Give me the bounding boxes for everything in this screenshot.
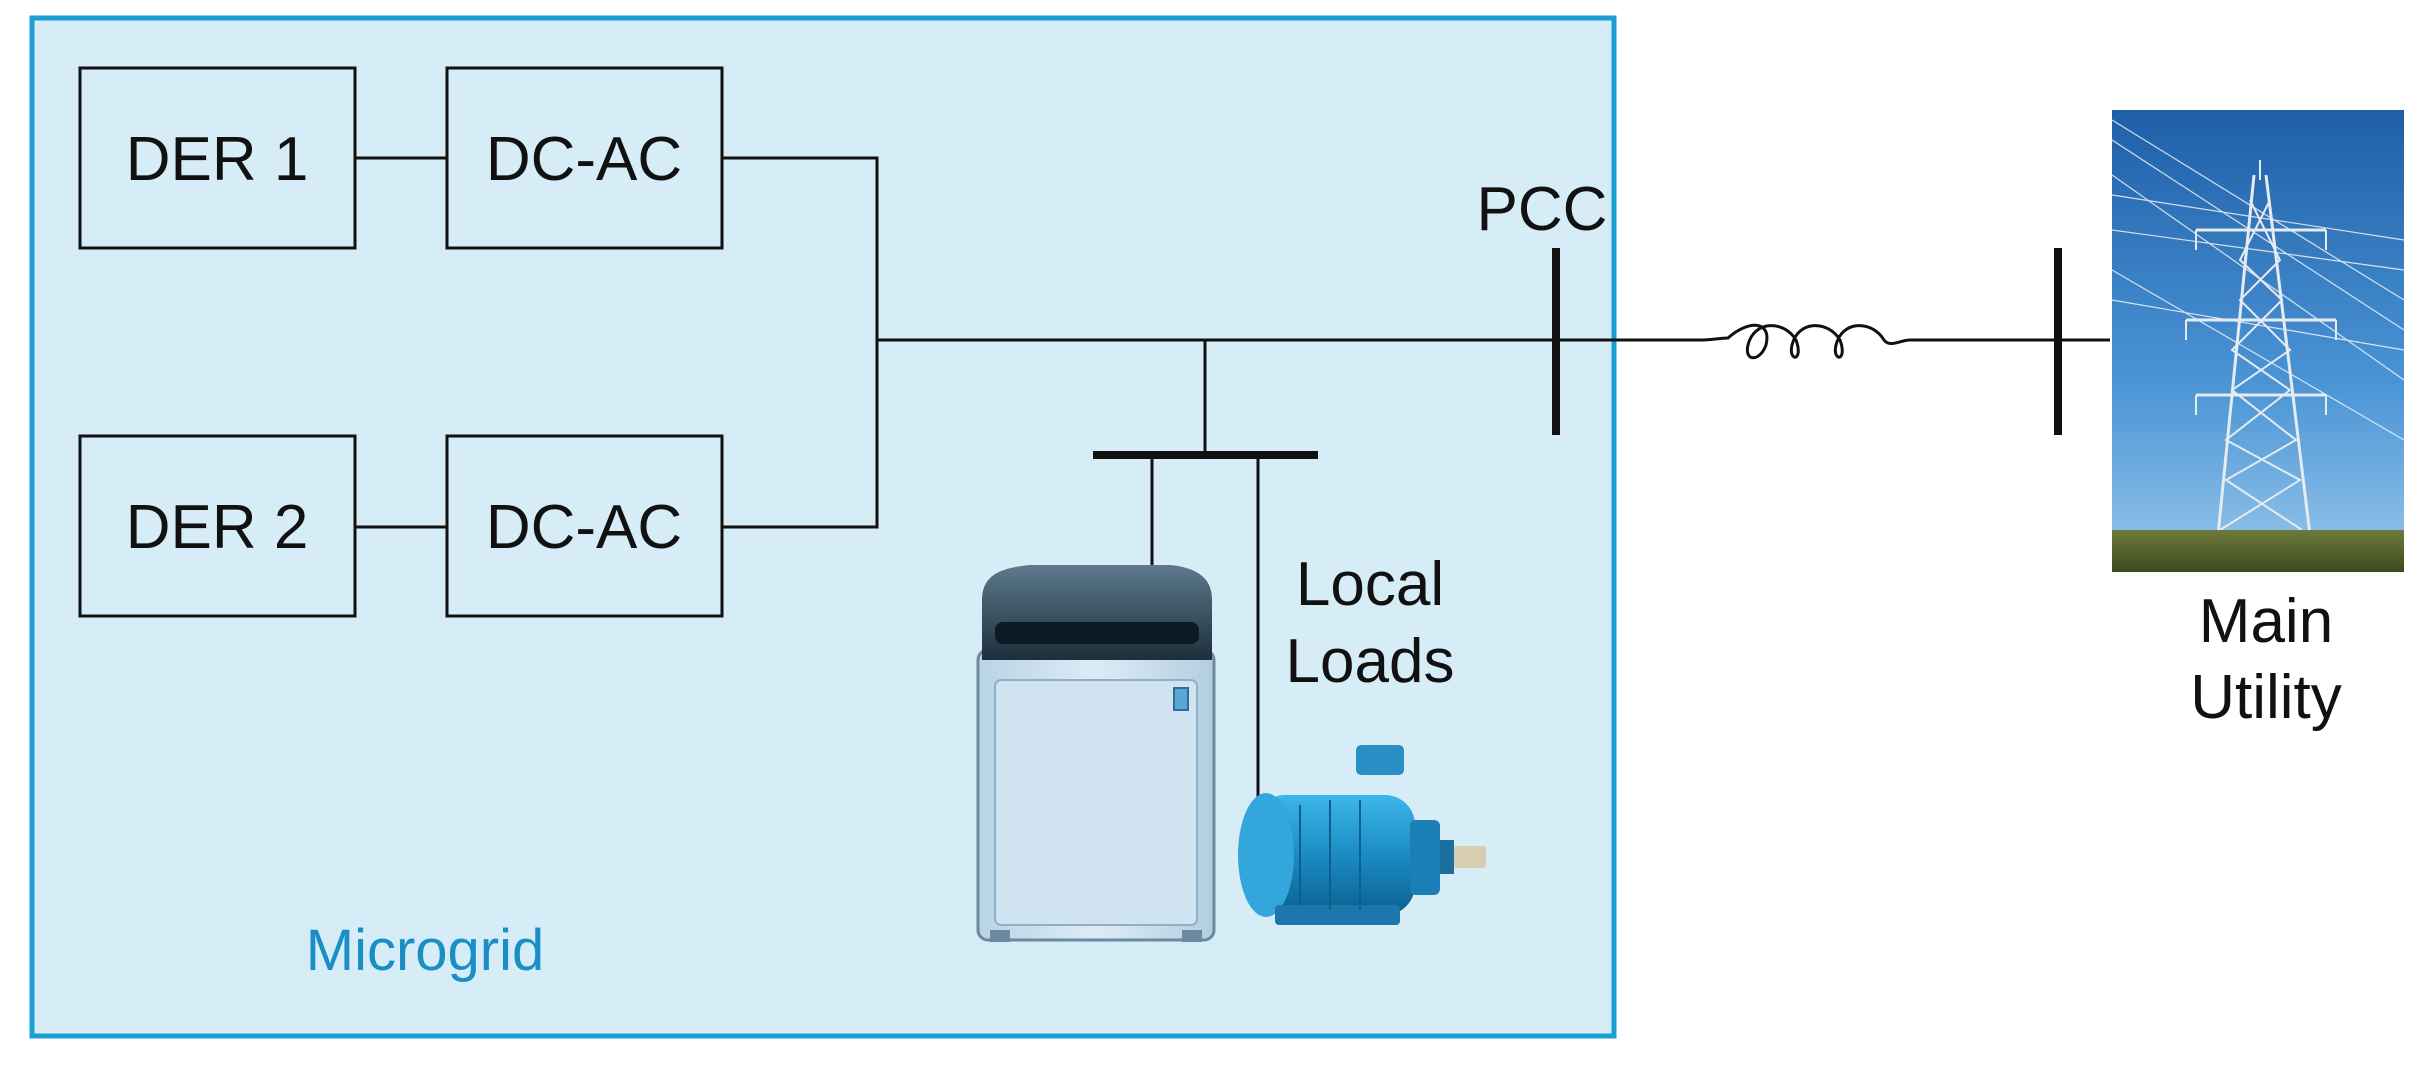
converter-1-label: DC-AC bbox=[486, 125, 682, 194]
der-2-label: DER 2 bbox=[126, 493, 309, 562]
inductor-icon bbox=[1699, 323, 1911, 360]
electric-motor-icon bbox=[1238, 745, 1486, 925]
converter-2-label: DC-AC bbox=[486, 493, 682, 562]
utility-label-line1: Main bbox=[2199, 587, 2333, 656]
der-1-label: DER 1 bbox=[126, 125, 309, 194]
loads-label-line1: Local bbox=[1296, 550, 1444, 619]
collector-wiring bbox=[722, 156, 1615, 529]
washing-machine-icon bbox=[976, 565, 1216, 942]
loads-label-line2: Loads bbox=[1286, 627, 1455, 696]
load-feeder bbox=[1093, 340, 1318, 805]
utility-label-line2: Utility bbox=[2190, 663, 2342, 732]
source-row-2: DER 2 DC-AC bbox=[78, 434, 724, 618]
microgrid-label: Microgrid bbox=[306, 918, 545, 983]
tie-line bbox=[1615, 323, 2110, 360]
source-row-1: DER 1 DC-AC bbox=[78, 66, 724, 250]
transmission-tower-icon bbox=[2111, 110, 2405, 572]
pcc-label: PCC bbox=[1477, 175, 1608, 244]
